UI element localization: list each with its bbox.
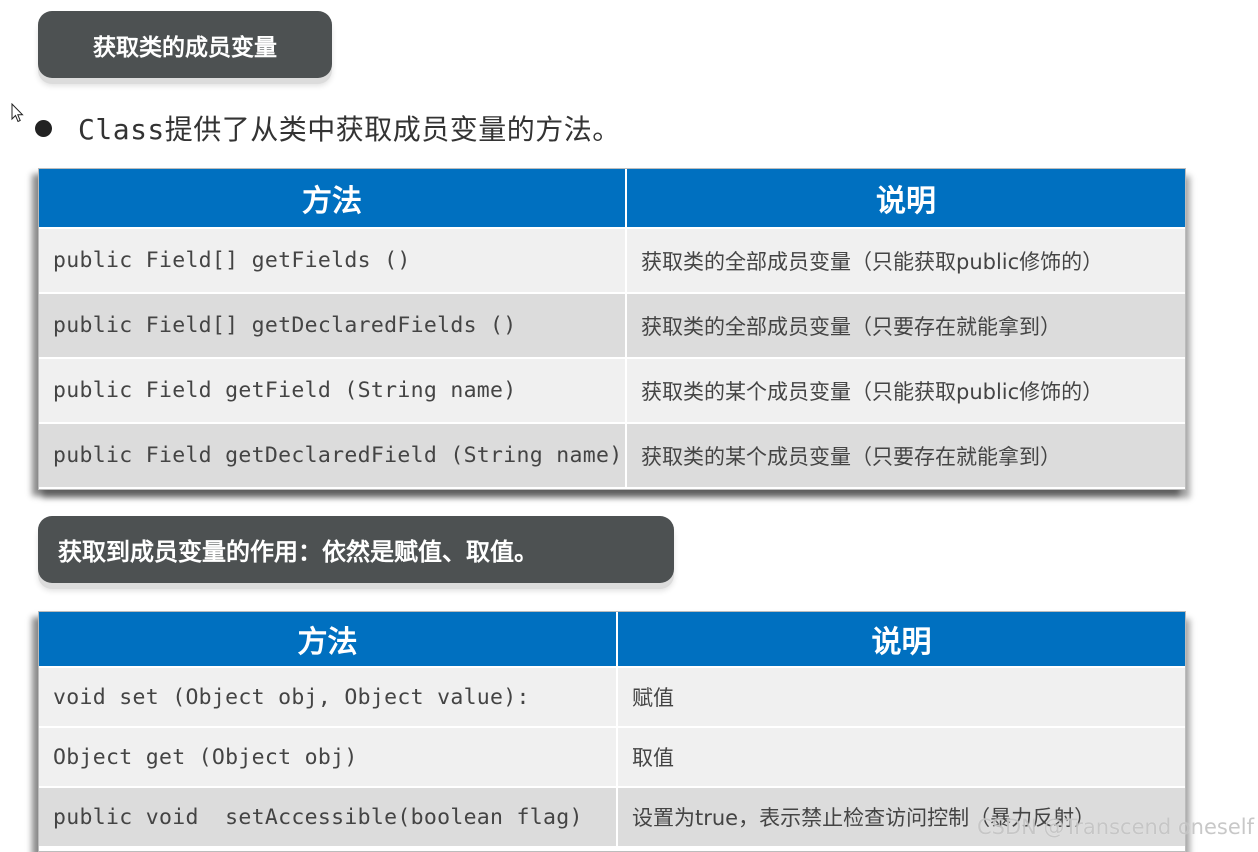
description-cell: 设置为true，表示禁止检查访问控制（暴力反射） <box>617 787 1185 848</box>
section-title-usage: 获取到成员变量的作用：依然是赋值、取值。 <box>38 516 674 583</box>
header-description: 说明 <box>617 612 1185 668</box>
section-title-fields-text: 获取类的成员变量 <box>93 34 277 61</box>
header-method: 方法 <box>39 169 627 229</box>
section-title-fields: 获取类的成员变量 <box>38 11 332 78</box>
fields-method-table: 方法 说明 public Field[] getFields () 获取类的全部… <box>38 168 1186 490</box>
mouse-pointer-icon <box>11 102 25 127</box>
description-cell: 赋值 <box>617 667 1185 728</box>
table-row: public Field[] getFields () 获取类的全部成员变量（只… <box>39 228 1185 294</box>
table-row: public Field getDeclaredField (String na… <box>39 423 1185 489</box>
description-cell: 获取类的某个成员变量（只要存在就能拿到） <box>626 423 1185 489</box>
bullet-point: Class提供了从类中获取成员变量的方法。 <box>33 106 621 150</box>
section-title-usage-text: 获取到成员变量的作用：依然是赋值、取值。 <box>58 538 538 566</box>
header-method: 方法 <box>39 612 618 668</box>
method-cell: public Field[] getFields () <box>39 228 627 294</box>
bullet-dot-icon <box>35 119 52 137</box>
header-description: 说明 <box>626 169 1185 229</box>
table-header-row: 方法 说明 <box>39 169 1185 229</box>
method-cell: Object get (Object obj) <box>39 727 618 788</box>
table-row: public Field getField (String name) 获取类的… <box>39 358 1185 424</box>
description-cell: 获取类的某个成员变量（只能获取public修饰的） <box>626 358 1185 424</box>
table-row: Object get (Object obj) 取值 <box>39 727 1185 788</box>
method-cell: public Field getDeclaredField (String na… <box>39 423 627 489</box>
description-cell: 取值 <box>617 727 1185 788</box>
description-cell: 获取类的全部成员变量（只要存在就能拿到） <box>626 293 1185 359</box>
bullet-text: Class提供了从类中获取成员变量的方法。 <box>78 113 621 146</box>
table-row: public Field[] getDeclaredFields () 获取类的… <box>39 293 1185 359</box>
method-cell: public void setAccessible(boolean flag) <box>39 787 618 848</box>
table-header-row: 方法 说明 <box>39 612 1185 668</box>
table-row: void set (Object obj, Object value): 赋值 <box>39 667 1185 728</box>
method-cell: public Field[] getDeclaredFields () <box>39 293 627 359</box>
watermark: CSDN @Transcend oneself <box>977 815 1254 839</box>
description-cell: 获取类的全部成员变量（只能获取public修饰的） <box>626 228 1185 294</box>
field-usage-table: 方法 说明 void set (Object obj, Object value… <box>38 611 1186 852</box>
table-row: public void setAccessible(boolean flag) … <box>39 787 1185 848</box>
method-cell: public Field getField (String name) <box>39 358 627 424</box>
method-cell: void set (Object obj, Object value): <box>39 667 618 728</box>
